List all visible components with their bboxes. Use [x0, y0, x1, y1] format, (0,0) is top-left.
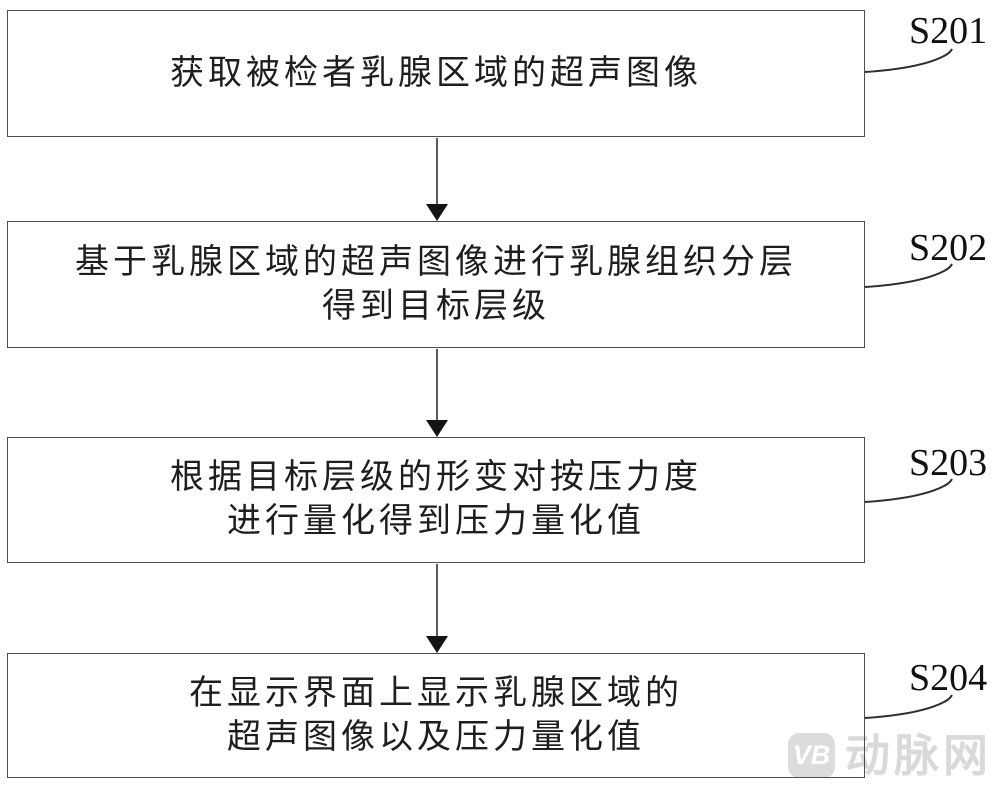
arrowhead-down-icon [426, 204, 448, 221]
process-box-s202: 基于乳腺区域的超声图像进行乳腺组织分层 得到目标层级 [7, 221, 865, 348]
step-label-s203: S203 [909, 442, 988, 484]
process-box-s201: 获取被检者乳腺区域的超声图像 [7, 10, 865, 137]
leader-curve-s201 [865, 48, 953, 73]
process-box-s203: 根据目标层级的形变对按压力度 进行量化得到压力量化值 [7, 437, 865, 563]
arrowhead-down-icon [426, 636, 448, 653]
flow-connector-line [436, 138, 438, 206]
flow-connector-line [436, 349, 438, 422]
arrowhead-down-icon [426, 420, 448, 437]
step-text-line: 进行量化得到压力量化值 [227, 503, 645, 540]
watermark-vb-logo-icon: VB [788, 733, 835, 778]
step-text-line: 根据目标层级的形变对按压力度 [170, 459, 702, 496]
step-text-line: 基于乳腺区域的超声图像进行乳腺组织分层 [75, 243, 797, 281]
step-text-line: 得到目标层级 [322, 287, 550, 325]
watermark-text: 动脉网 [845, 730, 993, 781]
step-text-line: 超声图像以及压力量化值 [227, 718, 645, 756]
step-text-line: 获取被检者乳腺区域的超声图像 [170, 54, 702, 92]
step-label-s202: S202 [909, 227, 988, 269]
step-label-s204: S204 [909, 657, 988, 699]
step-label-s201: S201 [909, 10, 988, 52]
process-box-s204: 在显示界面上显示乳腺区域的 超声图像以及压力量化值 [7, 653, 865, 778]
leader-curve-s204 [865, 694, 953, 719]
step-text-line: 在显示界面上显示乳腺区域的 [189, 674, 683, 712]
watermark: VB 动脉网 [788, 733, 992, 778]
flow-connector-line [436, 564, 438, 638]
leader-curve-s202 [865, 263, 953, 288]
leader-curve-s203 [865, 478, 953, 503]
